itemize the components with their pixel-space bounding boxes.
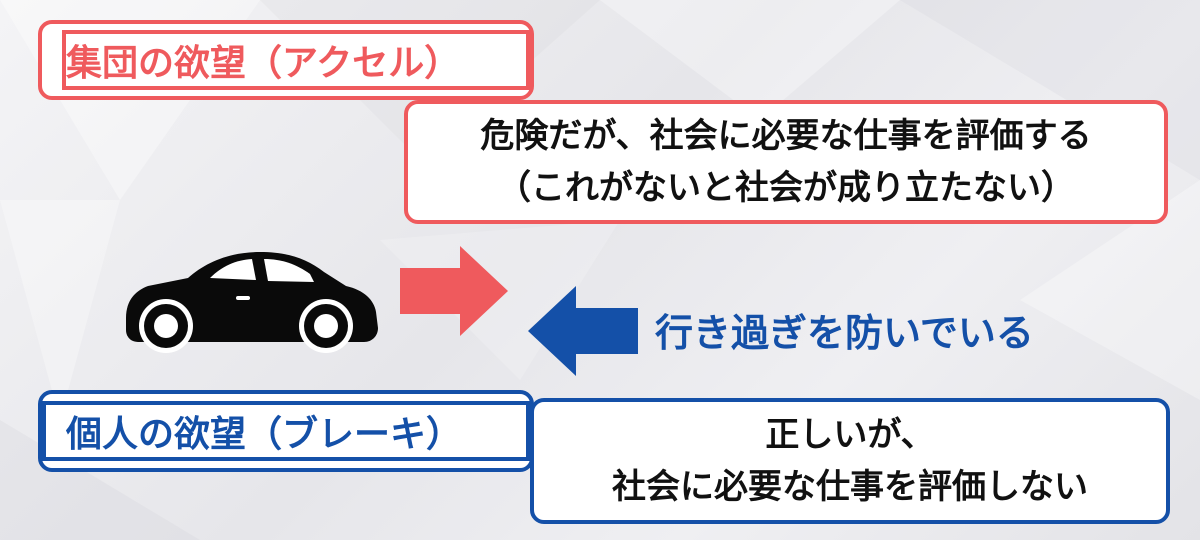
individual-desire-description-box: 正しいが、 社会に必要な仕事を評価しない bbox=[530, 398, 1170, 524]
right-arrow-icon bbox=[400, 246, 508, 336]
group-desire-description-box: 危険だが、社会に必要な仕事を評価する （これがないと社会が成り立たない） bbox=[404, 100, 1168, 224]
group-desire-heading: 集団の欲望（アクセル） bbox=[62, 30, 530, 90]
individual-desire-heading: 個人の欲望（ブレーキ） bbox=[42, 401, 530, 461]
individual-desire-line2: 社会に必要な仕事を評価しない bbox=[612, 467, 1088, 507]
group-desire-heading-box: 集団の欲望（アクセル） bbox=[38, 20, 534, 100]
individual-desire-heading-box: 個人の欲望（ブレーキ） bbox=[38, 390, 534, 472]
left-arrow-icon bbox=[528, 286, 638, 376]
group-desire-line2: （これがないと社会が成り立たない） bbox=[497, 168, 1075, 208]
car-icon bbox=[126, 252, 378, 353]
group-desire-line1: 危険だが、社会に必要な仕事を評価する bbox=[480, 116, 1092, 156]
individual-desire-line1: 正しいが、 bbox=[765, 415, 935, 455]
prevent-excess-label: 行き過ぎを防いでいる bbox=[655, 311, 1034, 355]
